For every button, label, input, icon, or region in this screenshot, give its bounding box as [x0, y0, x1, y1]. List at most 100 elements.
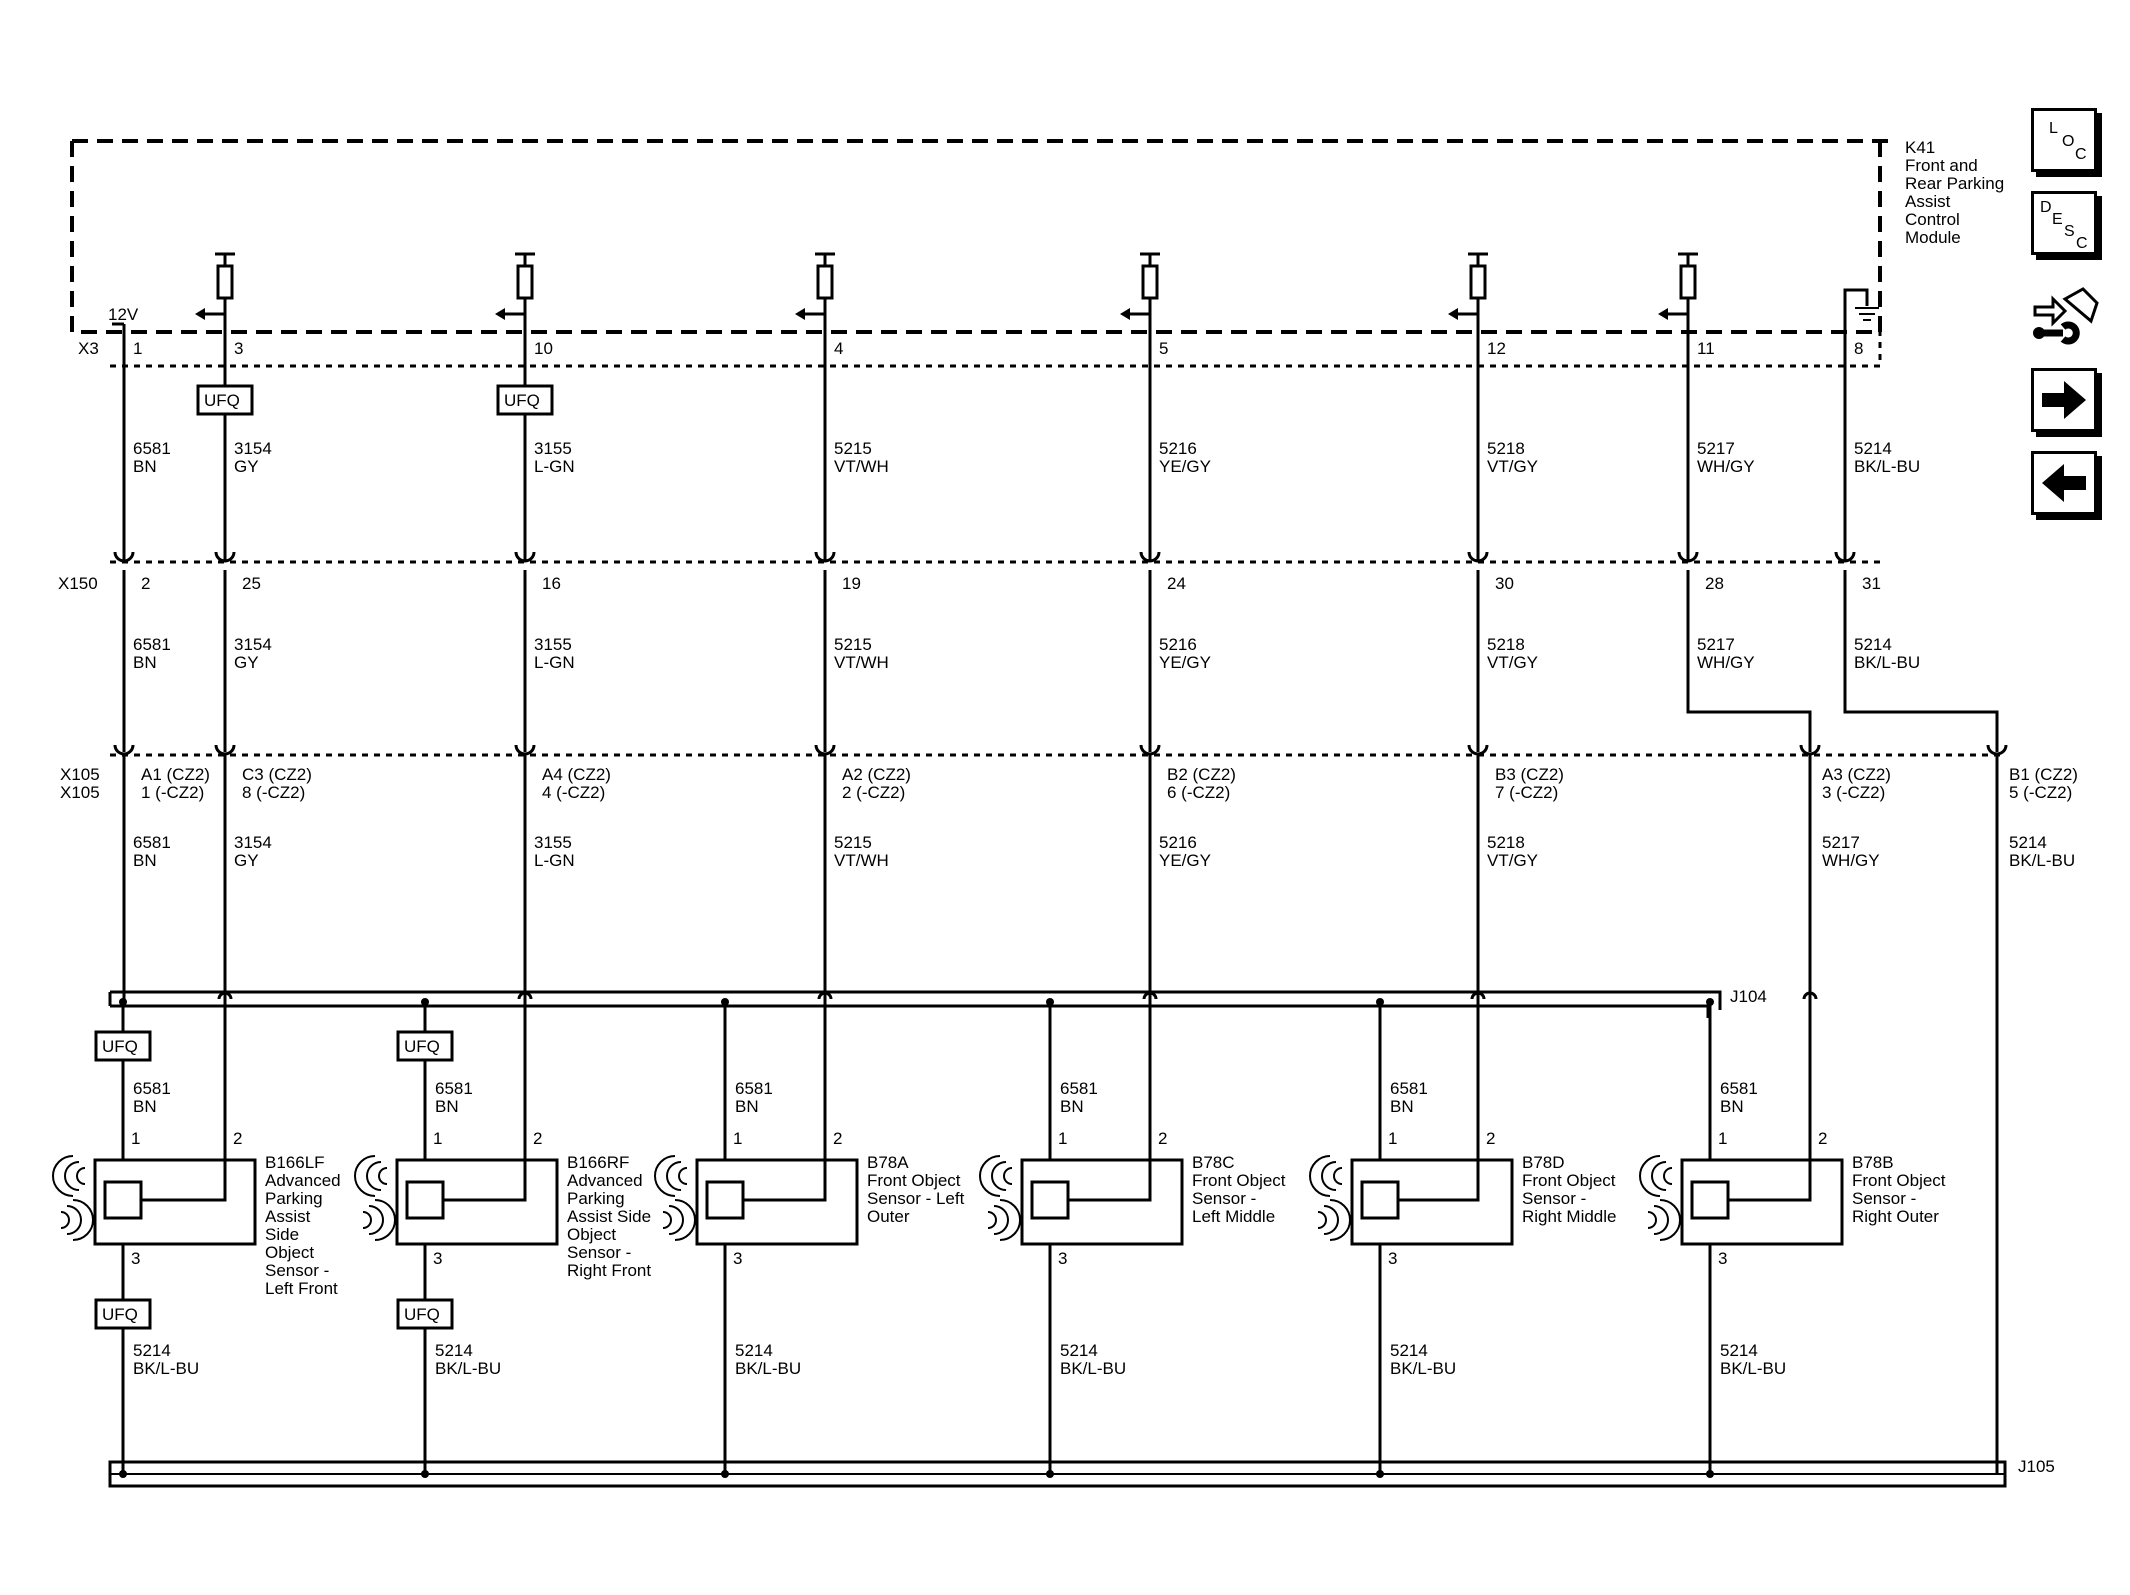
pin-label: 3: [1058, 1249, 1067, 1268]
x3-pin-label: 11: [1697, 339, 1715, 358]
sensor-body: [1020, 1158, 1184, 1246]
connector-terminal: [214, 551, 236, 563]
wire-color: BN: [1720, 1097, 1744, 1116]
wire-number: 3154: [234, 833, 272, 852]
wire-color: YE/GY: [1159, 653, 1211, 672]
wire-signal: [443, 755, 527, 1202]
x150-pin-label: 28: [1705, 574, 1724, 593]
x105-pin-label: A4 (CZ2): [542, 765, 611, 784]
fuse-label: UFQ: [504, 391, 540, 410]
splice-dot: [119, 1470, 127, 1478]
crossover: [1470, 991, 1486, 1000]
wire-number: 5217: [1822, 833, 1860, 852]
splice-j104: [108, 990, 1722, 1018]
sound-wave-icon: [1317, 1211, 1327, 1229]
wire-number: 5214: [133, 1341, 171, 1360]
sound-wave-icon: [1653, 1205, 1669, 1235]
crossover: [817, 991, 833, 1000]
wire-color: YE/GY: [1159, 457, 1211, 476]
sensor-name-line: Right Outer: [1852, 1207, 1939, 1226]
connector-pinout-button[interactable]: [2031, 285, 2101, 355]
x3-pin-label: 3: [234, 339, 243, 358]
pin-label: 3: [733, 1249, 742, 1268]
x105-pin-label: C3 (CZ2): [242, 765, 312, 784]
sound-wave-icon: [1647, 1211, 1657, 1229]
connector-terminal: [1139, 744, 1161, 756]
sound-wave-icon: [76, 1167, 86, 1185]
sensor-ref: B78B: [1852, 1153, 1894, 1172]
sound-wave-icon: [1659, 1199, 1681, 1241]
connector-terminal: [1139, 551, 1161, 563]
wire-color: WH/GY: [1697, 457, 1755, 476]
splice-dot: [421, 998, 429, 1006]
wire-signal: [141, 755, 227, 1202]
location-button[interactable]: L O C: [2031, 108, 2097, 172]
module-name-line: Control: [1905, 210, 1960, 229]
wire-number: 5217: [1697, 635, 1735, 654]
wire-number: 6581: [1060, 1079, 1098, 1098]
x3-pin-label: 4: [834, 339, 843, 358]
fuse-ufq: [396, 1298, 454, 1330]
next-page-button[interactable]: [2031, 368, 2097, 432]
connector-x105-label: X105: [60, 765, 100, 784]
loc-letter: C: [2075, 146, 2087, 163]
wire-color: L-GN: [534, 851, 575, 870]
crossover: [517, 991, 533, 1000]
x105-pin-label: 5 (-CZ2): [2009, 783, 2072, 802]
wire-number: 5214: [735, 1341, 773, 1360]
sensor-name-line: Object: [265, 1243, 314, 1262]
x3-pin-label: 8: [1854, 339, 1863, 358]
resistor: [216, 264, 234, 300]
wire-number: 6581: [1390, 1079, 1428, 1098]
sound-wave-icon: [668, 1205, 684, 1235]
sensor-ref: B166LF: [265, 1153, 325, 1172]
module-ref: K41: [1905, 138, 1935, 157]
sensor-name-line: Outer: [867, 1207, 910, 1226]
sensor-name-line: Sensor -: [1852, 1189, 1916, 1208]
sound-wave-icon: [993, 1205, 1009, 1235]
wire-number: 6581: [735, 1079, 773, 1098]
crossover: [1802, 991, 1818, 1000]
previous-page-button[interactable]: [2031, 451, 2097, 515]
wire-number: 5216: [1159, 635, 1197, 654]
description-button[interactable]: D E S C: [2031, 191, 2097, 255]
wire-color: BK/L-BU: [1720, 1359, 1786, 1378]
x105-pin-label: 1 (-CZ2): [141, 783, 204, 802]
sensor-name-line: Sensor -: [1522, 1189, 1586, 1208]
wire-number: 3155: [534, 833, 572, 852]
output-arrow: [195, 308, 205, 320]
sound-wave-icon: [366, 1161, 382, 1191]
wire-color: BK/L-BU: [1390, 1359, 1456, 1378]
pin-label: 2: [833, 1129, 842, 1148]
x150-pin-label: 31: [1862, 574, 1881, 593]
splice-dot: [721, 1470, 729, 1478]
sound-wave-icon: [368, 1205, 384, 1235]
sensor-name-line: Assist Side: [567, 1207, 651, 1226]
sensor-name-line: Sensor -: [567, 1243, 631, 1262]
wire-color: BK/L-BU: [1854, 653, 1920, 672]
connector-x150-label: X150: [58, 574, 98, 593]
wire-signal: [1398, 755, 1480, 1202]
wire-color: WH/GY: [1822, 851, 1880, 870]
wire-color: BK/L-BU: [1854, 457, 1920, 476]
sensor-element: [1360, 1180, 1400, 1220]
wire-number: 5215: [834, 635, 872, 654]
module-name-line: Front and: [1905, 156, 1978, 175]
sound-wave-icon: [674, 1199, 696, 1241]
pin-label: 1: [131, 1129, 140, 1148]
sensor-name-line: Left Middle: [1192, 1207, 1275, 1226]
sensor-name-line: Advanced: [265, 1171, 341, 1190]
sound-wave-icon: [362, 1211, 372, 1229]
wire-color: BN: [133, 851, 157, 870]
connector-terminal: [514, 551, 536, 563]
x3-pin-label: 1: [133, 339, 142, 358]
module-k41-outline: [70, 139, 1888, 368]
wire-color: L-GN: [534, 653, 575, 672]
wire-signal: [1068, 755, 1152, 1202]
x105-pin-label: 4 (-CZ2): [542, 783, 605, 802]
x105-pin-label: 3 (-CZ2): [1822, 783, 1885, 802]
x3-pin-label: 5: [1159, 339, 1168, 358]
sound-wave-icon: [66, 1205, 82, 1235]
fuse-label: UFQ: [102, 1305, 138, 1324]
connector-x3-label: X3: [78, 339, 99, 358]
